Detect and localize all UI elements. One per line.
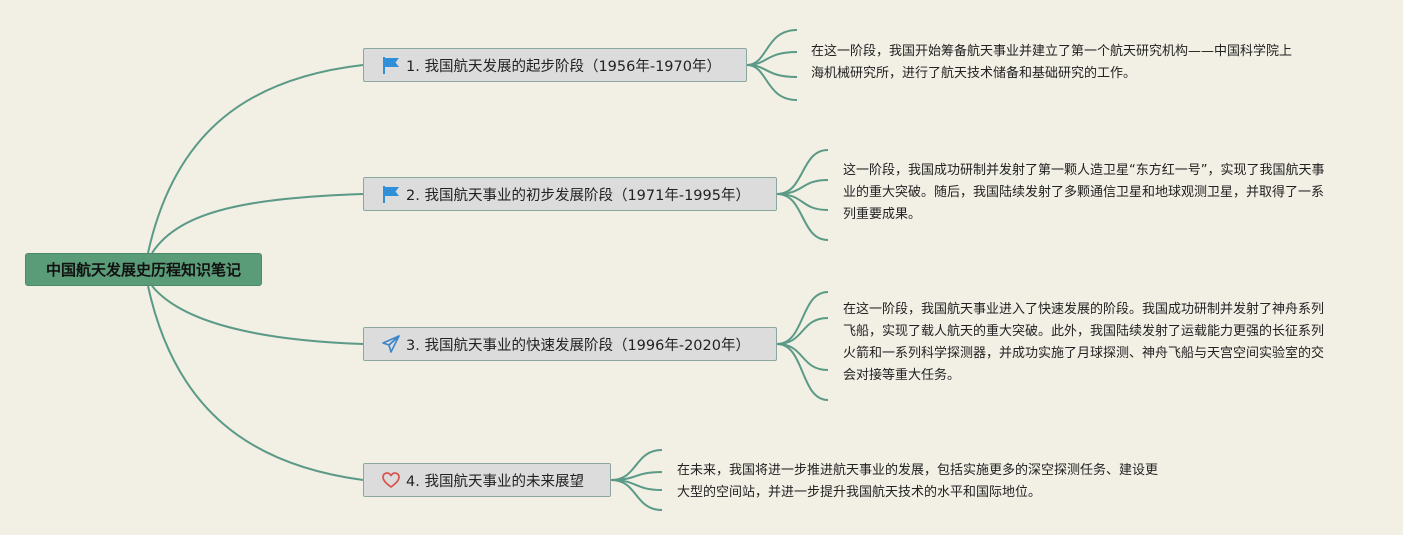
root-title: 中国航天发展史历程知识笔记 — [45, 261, 241, 279]
connector-root-branch-3 — [151, 285, 364, 345]
branch-description-4: 在未来，我国将进一步推进航天事业的发展，包括实施更多的深空探测任务、建设更大型的… — [677, 463, 1159, 500]
connector-root-branch-1 — [147, 64, 364, 254]
branch-description-3: 在这一阶段，我国航天事业进入了快速发展的阶段。我国成功研制并发射了神舟系列飞船，… — [843, 302, 1325, 383]
connector-root-branch-4 — [147, 285, 364, 481]
branch-node-4[interactable]: 4. 我国航天事业的未来展望 — [363, 463, 611, 497]
branch-description-1: 在这一阶段，我国开始筹备航天事业并建立了第一个航天研究机构——中国科学院上海机械… — [811, 44, 1293, 81]
branch-node-3[interactable]: 3. 我国航天事业的快速发展阶段（1996年-2020年） — [363, 327, 777, 361]
branch-node-1[interactable]: 1. 我国航天发展的起步阶段（1956年-1970年） — [363, 48, 747, 82]
branch-label-4: 4. 我国航天事业的未来展望 — [406, 473, 584, 490]
flag-icon — [380, 54, 402, 76]
branch-label-2: 2. 我国航天事业的初步发展阶段（1971年-1995年） — [406, 187, 750, 204]
paper-plane-icon — [380, 333, 402, 355]
root-node[interactable]: 中国航天发展史历程知识笔记 — [25, 253, 262, 286]
connector-root-branch-2 — [151, 193, 364, 254]
branch-description-2: 这一阶段，我国成功研制并发射了第一颗人造卫星“东方红一号”，实现了我国航天事业的… — [843, 163, 1325, 222]
flag-icon — [380, 183, 402, 205]
branch-label-1: 1. 我国航天发展的起步阶段（1956年-1970年） — [406, 58, 721, 75]
branch-node-2[interactable]: 2. 我国航天事业的初步发展阶段（1971年-1995年） — [363, 177, 777, 211]
heart-icon — [380, 469, 402, 491]
branch-label-3: 3. 我国航天事业的快速发展阶段（1996年-2020年） — [406, 337, 750, 354]
